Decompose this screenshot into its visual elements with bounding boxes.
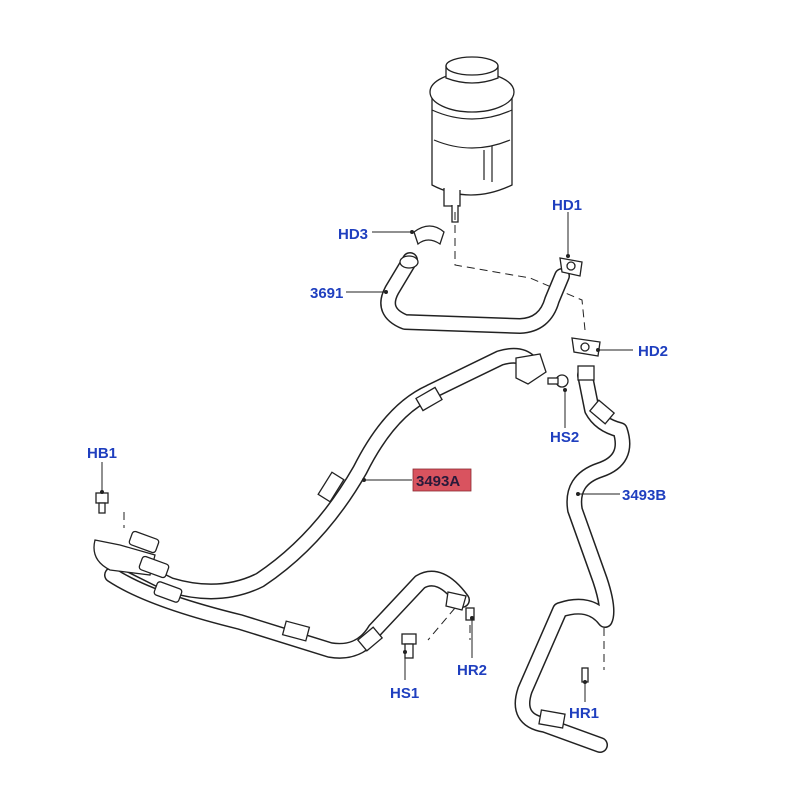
callout-hb1: HB1 (87, 445, 117, 462)
clamp-hd1 (559, 257, 583, 277)
callout-3493a: 3493A (416, 473, 460, 490)
fluid-reservoir (429, 56, 515, 223)
callout-3493b: 3493B (622, 487, 666, 504)
callout-3493a-highlight (412, 468, 472, 492)
bracket-hs1 (445, 591, 467, 611)
callout-3691: 3691 (310, 285, 343, 302)
leader-lines (100, 212, 633, 702)
bolt-hb1 (95, 492, 109, 514)
callout-hd2: HD2 (638, 343, 668, 360)
clamp-hd3 (413, 225, 445, 246)
cooler-fittings (93, 530, 183, 603)
callout-hs2: HS2 (550, 429, 579, 446)
callout-hs1: HS1 (390, 685, 419, 702)
hose-3493a (112, 347, 547, 600)
hose-3493b (514, 365, 631, 753)
callout-hr2: HR2 (457, 662, 487, 679)
clamp-hd2 (571, 337, 601, 357)
rivet-hr2 (465, 607, 475, 621)
lower-hose (104, 567, 470, 659)
assembly-guide-lines (123, 212, 605, 670)
rivet-hr1 (581, 667, 589, 683)
screw-hs2 (547, 374, 569, 388)
screw-hs1 (401, 633, 417, 659)
callout-hd3: HD3 (338, 226, 368, 243)
callout-hd1: HD1 (552, 197, 582, 214)
callout-hr1: HR1 (569, 705, 599, 722)
hose-3691 (380, 252, 570, 334)
